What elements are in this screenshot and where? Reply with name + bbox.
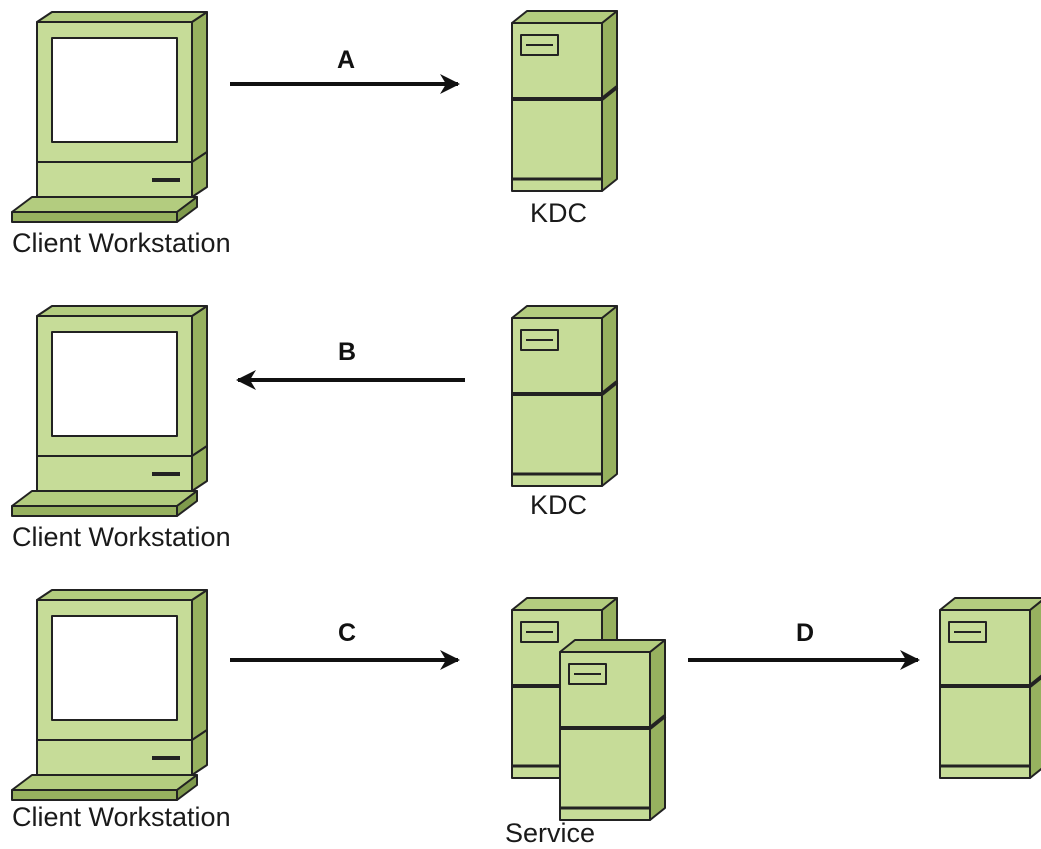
client-workstation-label: Client Workstation (12, 802, 231, 832)
service-server-icon (510, 596, 667, 822)
client-workstation-label: Client Workstation (12, 228, 231, 258)
arrow-b-label: B (338, 338, 356, 366)
client-workstation-icon (10, 10, 209, 224)
arrow-c-label: C (338, 619, 356, 647)
kdc-label: KDC (530, 490, 587, 520)
kdc-server-icon (510, 304, 619, 488)
kdc-label: KDC (530, 198, 587, 228)
client-workstation-label: Client Workstation (12, 522, 231, 552)
arrow-d-label: D (796, 619, 814, 647)
client-workstation-icon (10, 304, 209, 518)
arrow-a-label: A (337, 46, 355, 74)
target-server-icon (938, 596, 1041, 780)
kdc-server-icon (510, 9, 619, 193)
client-workstation-icon (10, 588, 209, 802)
service-label: Service (505, 818, 595, 848)
